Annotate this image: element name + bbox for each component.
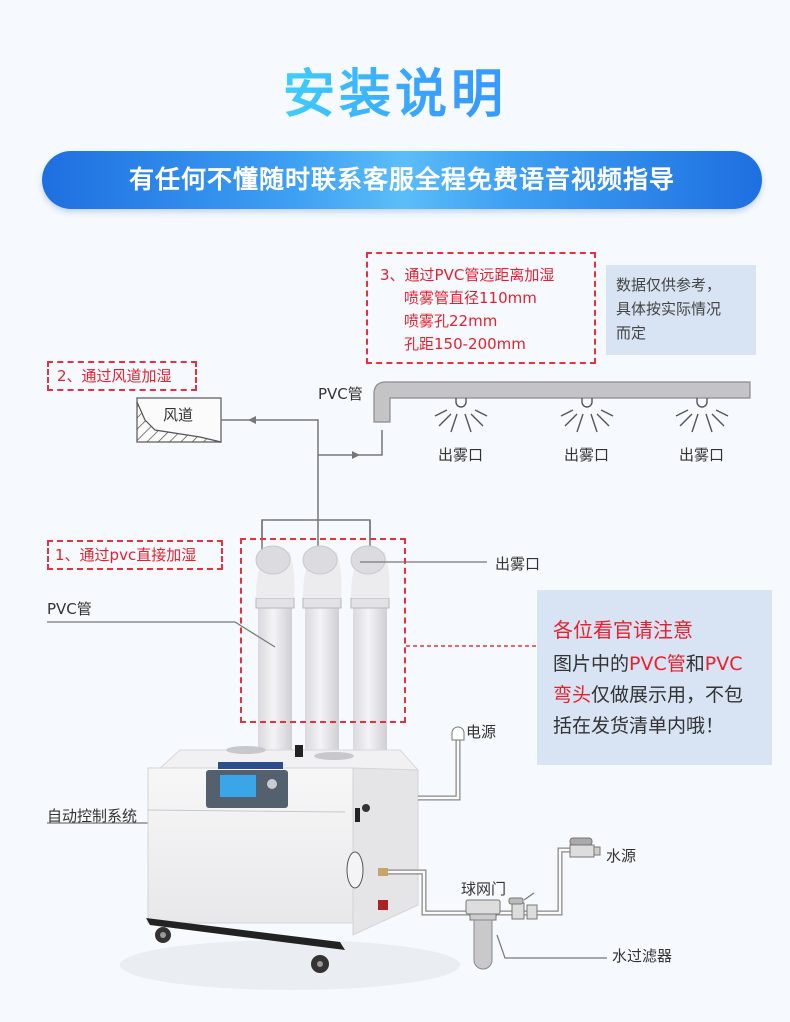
water-filter-label: 水过滤器 [612, 947, 673, 965]
notice-box: 各位看官请注意 图片中的PVC管和PVC 弯头仅做展示用，不包 括在发货清单内哦… [537, 590, 772, 765]
ball-valve-label: 球网门 [461, 880, 507, 898]
mist-outlet-label: 出雾口 [679, 446, 725, 464]
reference-line: 而定 [616, 324, 647, 342]
power-label: 电源 [466, 723, 497, 741]
notice-text: 括在发货清单内哦！ [553, 715, 725, 737]
nozzles [434, 398, 729, 433]
notice-text: 图片中的 [553, 653, 630, 675]
method3-note: 3、通过PVC管远距离加湿 喷雾管直径110mm 喷雾孔22mm 孔距150-2… [366, 252, 596, 364]
pvc-pipe-top-label: PVC管 [318, 385, 363, 403]
pvc-pipe-side-label: PVC管 [47, 600, 92, 618]
water-filter-icon [465, 897, 538, 970]
mist-outlet-label: 出雾口 [564, 446, 610, 464]
mist-outlet-side-label: 出雾口 [495, 555, 541, 573]
method3-spec: 喷雾管直径110mm [404, 289, 537, 307]
pvc-pipes-highlight [240, 538, 406, 723]
notice-highlight: PVC管 [629, 653, 686, 675]
water-source-label: 水源 [606, 847, 637, 865]
method3-title: 3、通过PVC管远距离加湿 [380, 266, 555, 284]
method2-note: 2、通过风道加湿 [47, 361, 197, 391]
humidifier-image [120, 745, 460, 990]
support-banner: 有任何不懂随时联系客服全程免费语音视频指导 [42, 151, 762, 209]
pvc-pipes-image [255, 545, 390, 765]
power-plug-icon [451, 726, 465, 741]
reference-note: 数据仅供参考， 具体按实际情况 而定 [606, 265, 756, 355]
reference-line: 具体按实际情况 [616, 300, 722, 318]
notice-heading: 各位看官请注意 [553, 618, 693, 642]
mist-outlet-label: 出雾口 [438, 446, 484, 464]
duct-label: 风道 [163, 406, 194, 424]
auto-control-label: 自动控制系统 [47, 807, 138, 825]
method3-spec: 孔距150-200mm [404, 335, 526, 353]
notice-text: 仅做展示用，不包 [591, 684, 744, 706]
water-tap-icon [569, 837, 601, 858]
power-cable [418, 740, 461, 801]
method3-spec: 喷雾孔22mm [404, 312, 498, 330]
notice-text: 和 [685, 653, 705, 675]
method1-note: 1、通过pvc直接加湿 [47, 540, 223, 570]
reference-line: 数据仅供参考， [616, 276, 722, 294]
flow-lines [221, 419, 383, 555]
notice-highlight: PVC [704, 653, 743, 675]
notice-body: 图片中的PVC管和PVC 弯头仅做展示用，不包 括在发货清单内哦！ [553, 649, 758, 742]
notice-highlight: 弯头 [553, 684, 592, 706]
pvc-pipe-top-icon [373, 381, 751, 423]
page-title: 安装说明 [0, 52, 790, 127]
